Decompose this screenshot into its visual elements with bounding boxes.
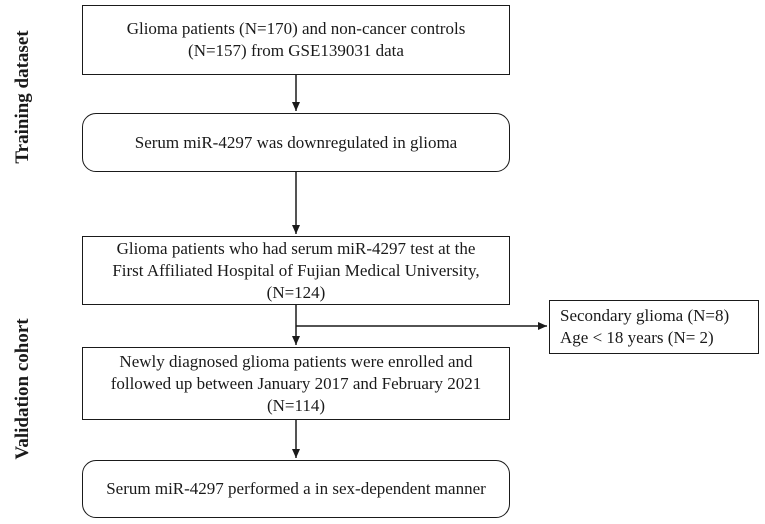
exclusion-line-1: Secondary glioma (N=8) xyxy=(560,306,730,325)
enrolled-line-2: followed up between January 2017 and Feb… xyxy=(110,373,482,393)
enrolled-line-3: (N=114) xyxy=(266,395,326,415)
downregulated-box: Serum miR-4297 was downregulated in glio… xyxy=(82,113,510,172)
hospital-test-line-3: (N=124) xyxy=(266,282,326,302)
downregulated-line-1: Serum miR-4297 was downregulated in glio… xyxy=(134,132,458,152)
hospital-test-box: Glioma patients who had serum miR-4297 t… xyxy=(82,236,510,305)
hospital-test-line-2: First Affiliated Hospital of Fujian Medi… xyxy=(112,260,480,280)
gse-data-line-1: Glioma patients (N=170) and non-cancer c… xyxy=(126,19,466,38)
enrolled-box: Newly diagnosed glioma patients were enr… xyxy=(82,347,510,420)
result-box: Serum miR-4297 performed a in sex-depend… xyxy=(82,460,510,518)
exclusion-line-2: Age < 18 years (N= 2) xyxy=(560,328,714,347)
gse-data-line-2: (N=157) from GSE139031 data xyxy=(188,41,404,60)
exclusion-box: Secondary glioma (N=8) Age < 18 years (N… xyxy=(549,300,759,354)
enrolled-line-1: Newly diagnosed glioma patients were enr… xyxy=(119,351,473,371)
gse-data-box: Glioma patients (N=170) and non-cancer c… xyxy=(82,5,510,75)
result-line-1: Serum miR-4297 performed a in sex-depend… xyxy=(106,479,486,498)
hospital-test-line-1: Glioma patients who had serum miR-4297 t… xyxy=(116,238,476,258)
